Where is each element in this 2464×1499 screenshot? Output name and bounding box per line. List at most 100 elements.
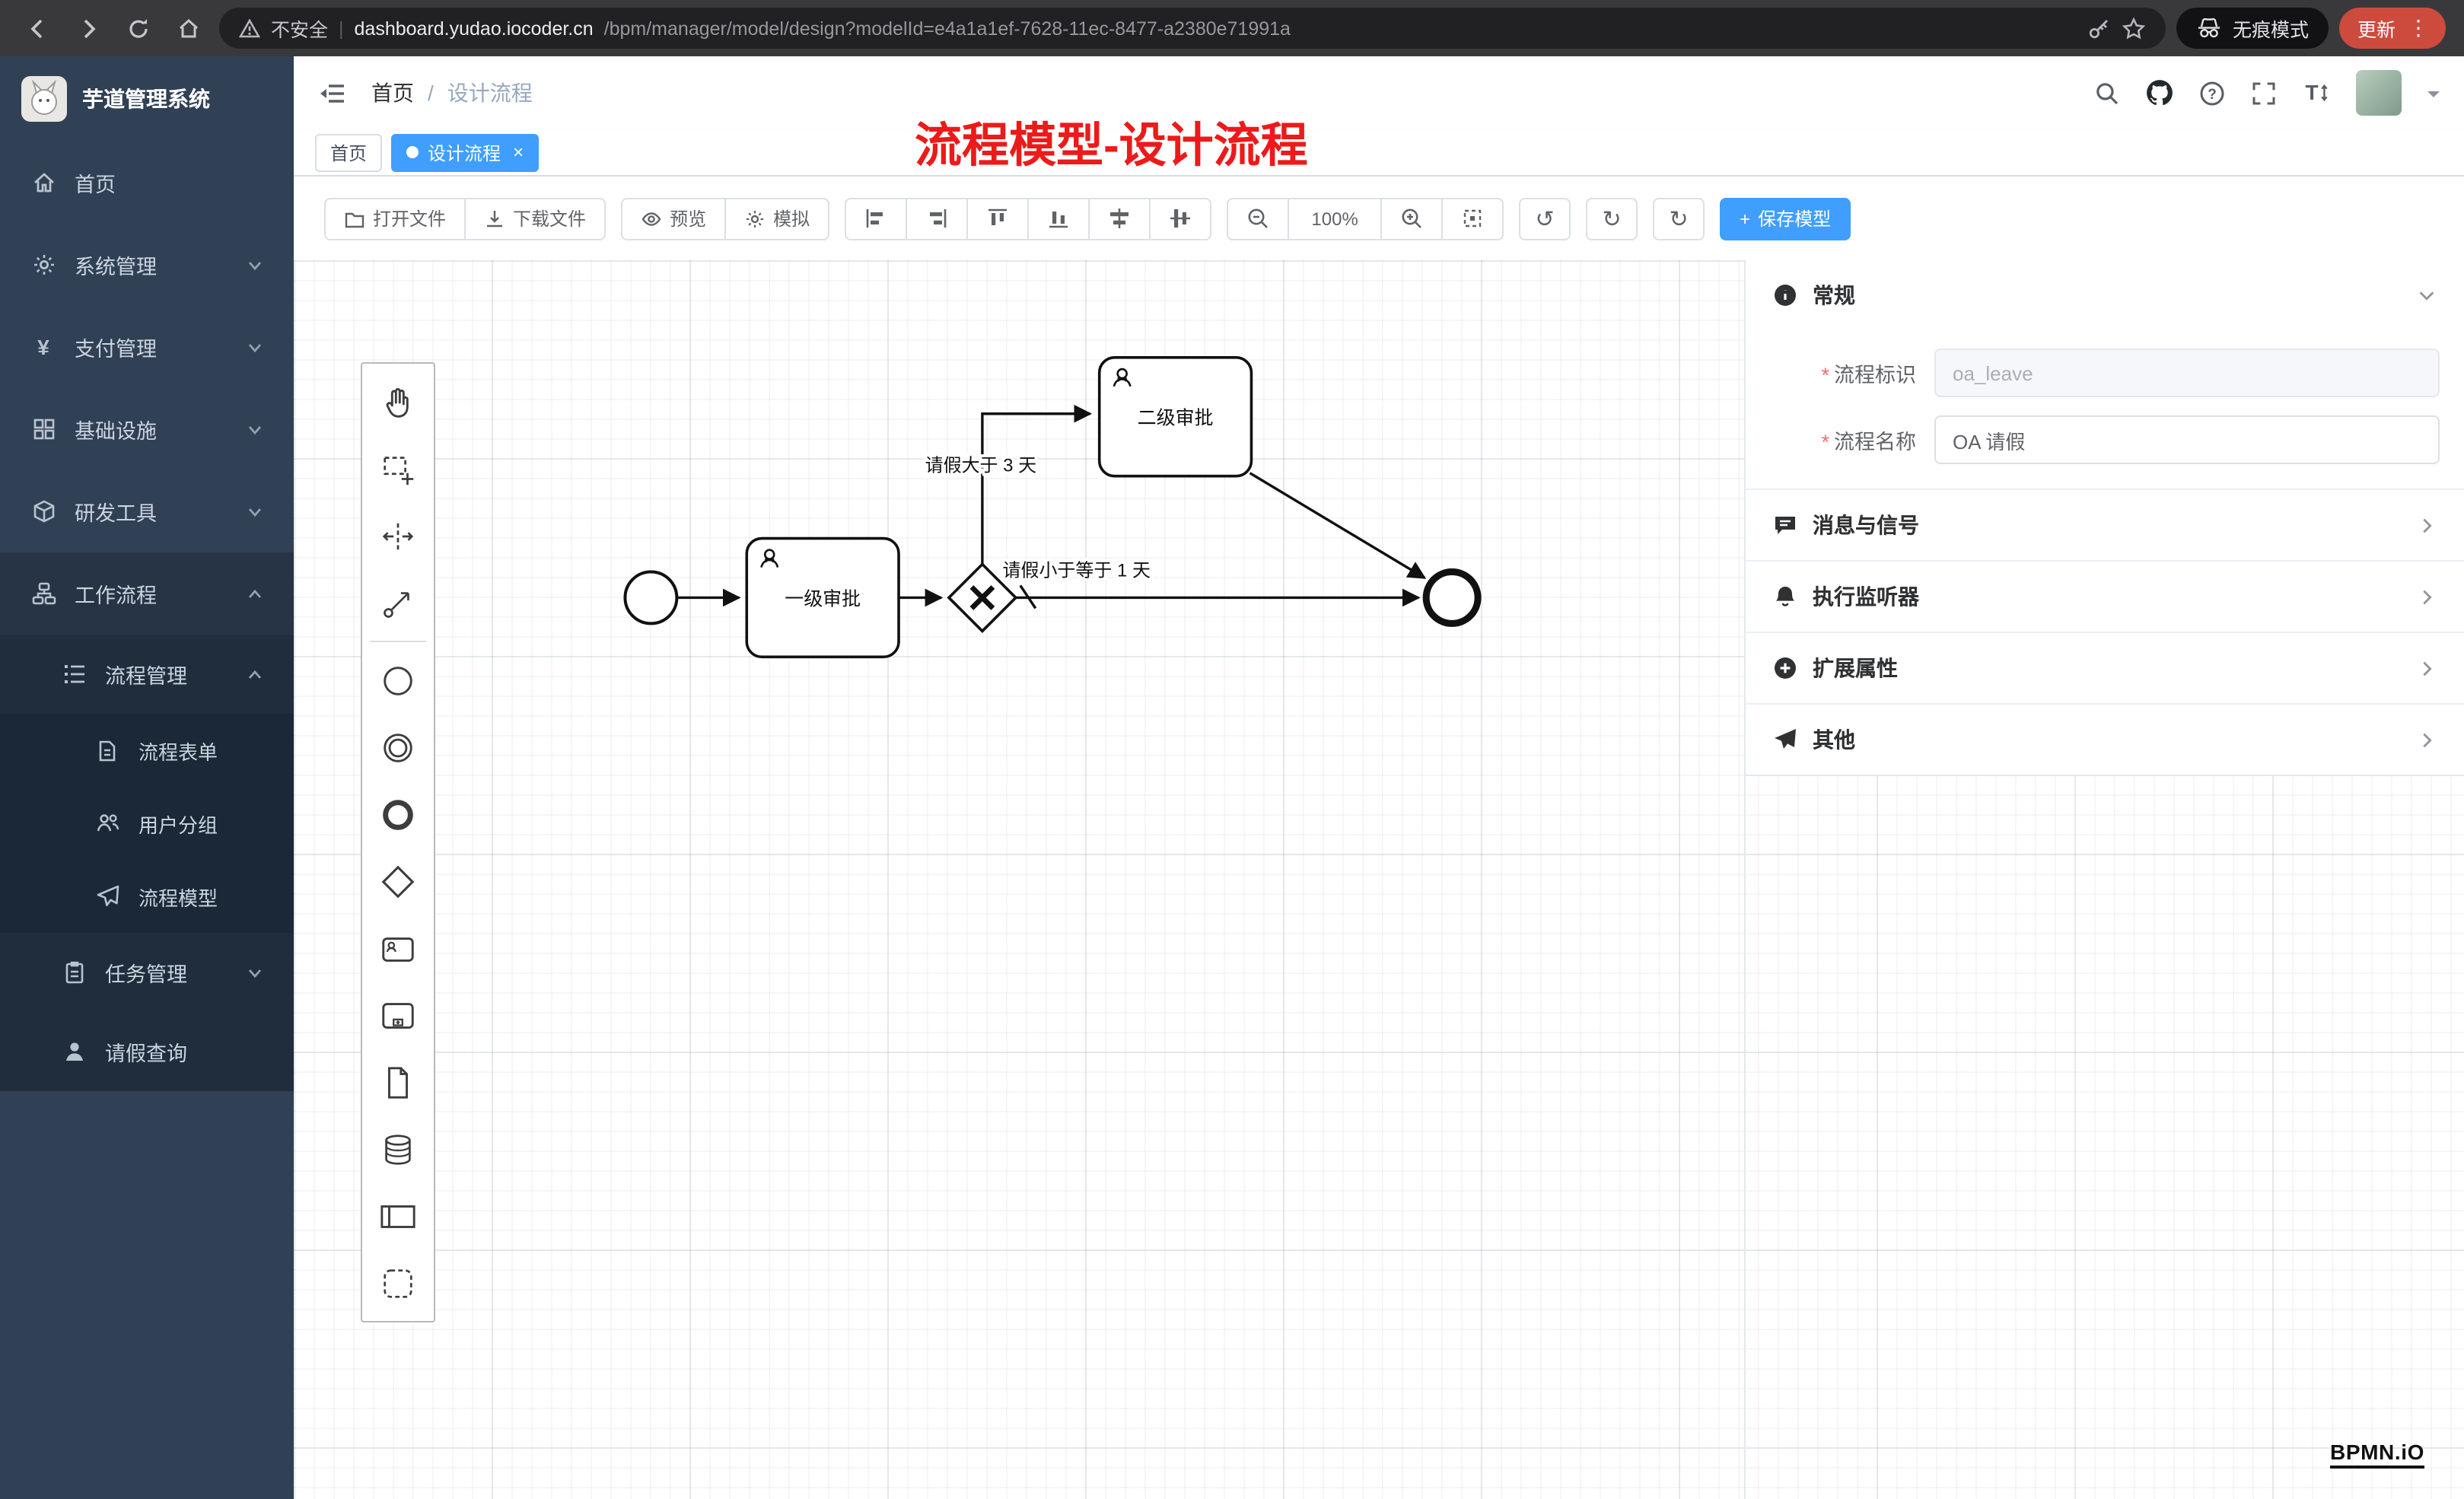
align-left-button[interactable] — [845, 197, 908, 240]
sidebar-item-leave-query[interactable]: 请假查询 — [0, 1012, 294, 1091]
simulate-button[interactable]: 模拟 — [724, 197, 830, 240]
sidebar-item-workflow[interactable]: 工作流程 — [0, 552, 294, 635]
key-icon[interactable] — [2087, 16, 2111, 40]
process-name-input[interactable] — [1934, 415, 2440, 464]
restart-button[interactable]: ↻ — [1653, 197, 1705, 240]
zoom-in-button[interactable] — [1380, 197, 1444, 240]
update-label: 更新 — [2357, 20, 2396, 41]
document-icon — [94, 737, 120, 763]
sidebar-item-system[interactable]: 系统管理 — [0, 224, 294, 306]
task-second-approval[interactable] — [1097, 356, 1253, 478]
sidebar-item-home[interactable]: 首页 — [0, 142, 294, 224]
info-icon — [1773, 283, 1797, 307]
sidebar-item-infrastructure[interactable]: 基础设施 — [0, 388, 294, 470]
sidebar-item-process-form[interactable]: 流程表单 — [0, 714, 294, 787]
section-messages-signals[interactable]: 消息与信号 — [1746, 489, 2464, 560]
align-bottom-button[interactable] — [1027, 197, 1090, 240]
font-size-icon[interactable]: T — [2303, 79, 2330, 107]
bpmn-canvas[interactable]: 一级审批 二级审批 请假大于 3 天 请假小于等于 1 天 — [294, 260, 2464, 1499]
start-event[interactable] — [623, 570, 679, 625]
preview-button[interactable]: 预览 — [621, 197, 727, 240]
browser-menu-icon[interactable]: ⋮ — [2408, 15, 2429, 40]
save-model-button[interactable]: + 保存模型 — [1720, 197, 1851, 240]
field-process-name: *流程名称 — [1746, 415, 2464, 464]
breadcrumb-current: 设计流程 — [447, 81, 533, 105]
user-task-tool[interactable] — [362, 915, 434, 982]
flow-gateway-to-task2[interactable] — [981, 404, 1093, 565]
zoom-reset-button[interactable] — [1441, 197, 1504, 240]
sidebar-item-label: 研发工具 — [75, 502, 157, 525]
chevron-down-icon — [247, 339, 263, 355]
bpmn-io-logo[interactable]: BPMN.iO — [2330, 1440, 2424, 1469]
address-bar[interactable]: 不安全 | dashboard.yudao.iocoder.cn/bpm/man… — [219, 8, 2166, 49]
security-label[interactable]: 不安全 — [271, 20, 329, 41]
sidebar-item-process-model[interactable]: 流程模型 — [0, 860, 294, 933]
space-tool[interactable] — [362, 502, 434, 569]
back-icon[interactable] — [18, 8, 58, 48]
sidebar-item-label: 系统管理 — [75, 256, 157, 278]
end-event[interactable] — [1422, 568, 1482, 627]
breadcrumb-home[interactable]: 首页 — [371, 81, 414, 105]
annotation-text: 流程模型-设计流程 — [915, 119, 1308, 172]
tab-design-process[interactable]: 设计流程 × — [391, 133, 540, 171]
download-file-button[interactable]: 下载文件 — [464, 197, 606, 240]
browser-update-button[interactable]: 更新 ⋮ — [2338, 8, 2446, 49]
group-tool[interactable] — [362, 1249, 434, 1316]
avatar[interactable] — [2356, 70, 2402, 116]
redo-button[interactable]: ↻ — [1586, 197, 1638, 240]
align-center-horizontal-button[interactable] — [1088, 197, 1151, 240]
align-top-button[interactable] — [966, 197, 1030, 240]
section-execution-listeners[interactable]: 执行监听器 — [1746, 560, 2464, 632]
avatar-caret-icon[interactable] — [2427, 91, 2440, 103]
flow-task2-to-end[interactable] — [1249, 472, 1427, 579]
sidebar-item-task-management[interactable]: 任务管理 — [0, 933, 294, 1012]
sidebar-item-label: 支付管理 — [75, 338, 157, 361]
github-icon[interactable] — [2146, 79, 2173, 107]
breadcrumb-separator: / — [428, 81, 434, 105]
sidebar-item-payment[interactable]: ¥ 支付管理 — [0, 306, 294, 388]
download-icon — [487, 210, 503, 227]
bookmark-star-icon[interactable] — [2122, 16, 2146, 40]
help-icon[interactable]: ? — [2199, 80, 2225, 106]
main-area: 流程模型-设计流程 首页 / 设计流程 ? T — [294, 56, 2464, 1499]
section-title: 执行监听器 — [1813, 584, 1919, 609]
bpmn-diagram[interactable]: 一级审批 二级审批 请假大于 3 天 请假小于等于 1 天 — [294, 260, 2464, 1499]
align-right-button[interactable] — [906, 197, 969, 240]
reload-icon[interactable] — [119, 8, 158, 48]
sidebar-item-process-management[interactable]: 流程管理 — [0, 635, 294, 714]
global-connect-tool[interactable] — [362, 569, 434, 636]
section-general[interactable]: 常规 — [1746, 260, 2464, 330]
forward-icon[interactable] — [68, 8, 108, 48]
end-event-tool[interactable] — [362, 781, 434, 848]
zoom-out-button[interactable] — [1227, 197, 1290, 240]
designer-toolbar: 打开文件 下载文件 预览 模拟 — [294, 177, 2464, 260]
hand-tool[interactable] — [362, 368, 434, 435]
search-icon[interactable] — [2094, 80, 2120, 106]
participant-tool[interactable] — [362, 1182, 434, 1249]
home-icon[interactable] — [169, 8, 209, 48]
task-first-approval[interactable] — [745, 536, 900, 659]
sidebar-item-devtools[interactable]: 研发工具 — [0, 470, 294, 552]
data-object-tool[interactable] — [362, 1049, 434, 1115]
sidebar-collapse-icon[interactable] — [318, 78, 347, 107]
intermediate-event-tool[interactable] — [362, 714, 434, 781]
task-label: 二级审批 — [1138, 408, 1214, 429]
undo-button[interactable]: ↺ — [1519, 197, 1571, 240]
gateway-tool[interactable] — [362, 848, 434, 915]
subprocess-tool[interactable] — [362, 982, 434, 1049]
download-file-label: 下载文件 — [513, 208, 587, 230]
lasso-tool[interactable] — [362, 435, 434, 502]
open-file-button[interactable]: 打开文件 — [324, 197, 466, 240]
tab-close-icon[interactable]: × — [513, 142, 524, 163]
fullscreen-icon[interactable] — [2251, 80, 2277, 106]
align-center-vertical-button[interactable] — [1149, 197, 1212, 240]
app-logo[interactable]: 芋道管理系统 — [0, 56, 294, 142]
section-extended-properties[interactable]: 扩展属性 — [1746, 632, 2464, 703]
chevron-down-icon — [247, 964, 263, 981]
tab-home[interactable]: 首页 — [315, 133, 383, 171]
section-others[interactable]: 其他 — [1746, 703, 2464, 775]
sidebar-item-user-groups[interactable]: 用户分组 — [0, 787, 294, 860]
start-event-tool[interactable] — [362, 647, 434, 714]
data-store-tool[interactable] — [362, 1115, 434, 1182]
simulate-label: 模拟 — [773, 208, 810, 230]
